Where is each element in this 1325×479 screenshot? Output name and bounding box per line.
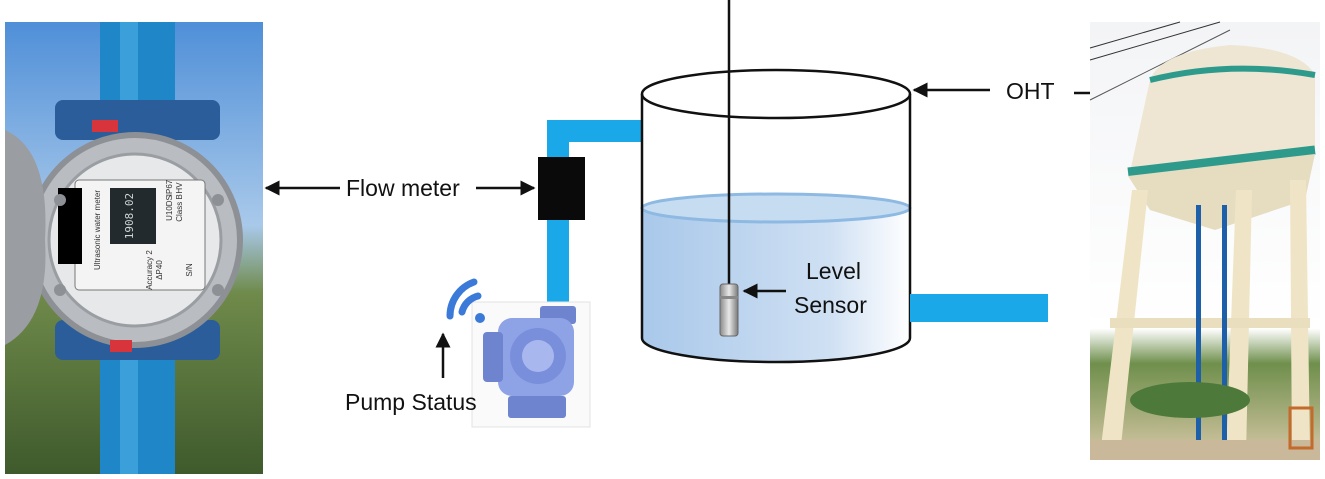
pump-icon [471, 301, 591, 428]
level-sensor-label-line2: Sensor [794, 292, 867, 318]
oht-label: OHT [1006, 78, 1055, 104]
pump-status-label: Pump Status [345, 389, 477, 415]
meter-accuracy-text: Accuracy 2 [145, 250, 154, 290]
meter-display-digits: 1908.02 [123, 193, 136, 239]
meter-hv-text: HV [175, 182, 184, 194]
meter-ip-text: IP67 [165, 179, 174, 196]
meter-model-text: U10DS [165, 195, 174, 221]
meter-device-text: Ultrasonic water meter [93, 190, 102, 270]
level-sensor-label-line1: Level [806, 258, 861, 284]
outlet-pipe [910, 294, 1048, 322]
meter-dp-text: ΔP40 [155, 260, 164, 280]
flow-meter-block [538, 157, 585, 220]
level-sensor-probe [719, 283, 739, 337]
wifi-icon [446, 278, 485, 323]
meter-sn-text: S/N [185, 263, 194, 277]
flow-meter-photo: 1908.02 Ultrasonic water meter Accuracy … [5, 22, 263, 474]
meter-class-text: Class B [175, 194, 184, 222]
storage-tank [640, 68, 912, 364]
flow-meter-label: Flow meter [346, 175, 460, 201]
overhead-tank-photo [1089, 21, 1320, 460]
